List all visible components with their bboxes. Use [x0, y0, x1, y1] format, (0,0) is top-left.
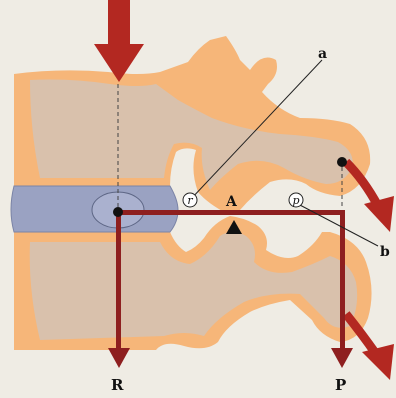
label-R: R [111, 376, 124, 394]
force-P-line [340, 210, 345, 350]
lever-pivot-R [113, 207, 123, 217]
label-r: r [187, 194, 193, 207]
posterior-pivot-point [337, 157, 347, 167]
intervertebral-disc [11, 186, 178, 232]
label-a: a [318, 46, 327, 62]
force-R-line [116, 210, 121, 350]
label-A: A [225, 194, 238, 210]
label-b: b [380, 244, 390, 260]
label-P: P [335, 376, 346, 394]
label-p: p [292, 194, 299, 207]
